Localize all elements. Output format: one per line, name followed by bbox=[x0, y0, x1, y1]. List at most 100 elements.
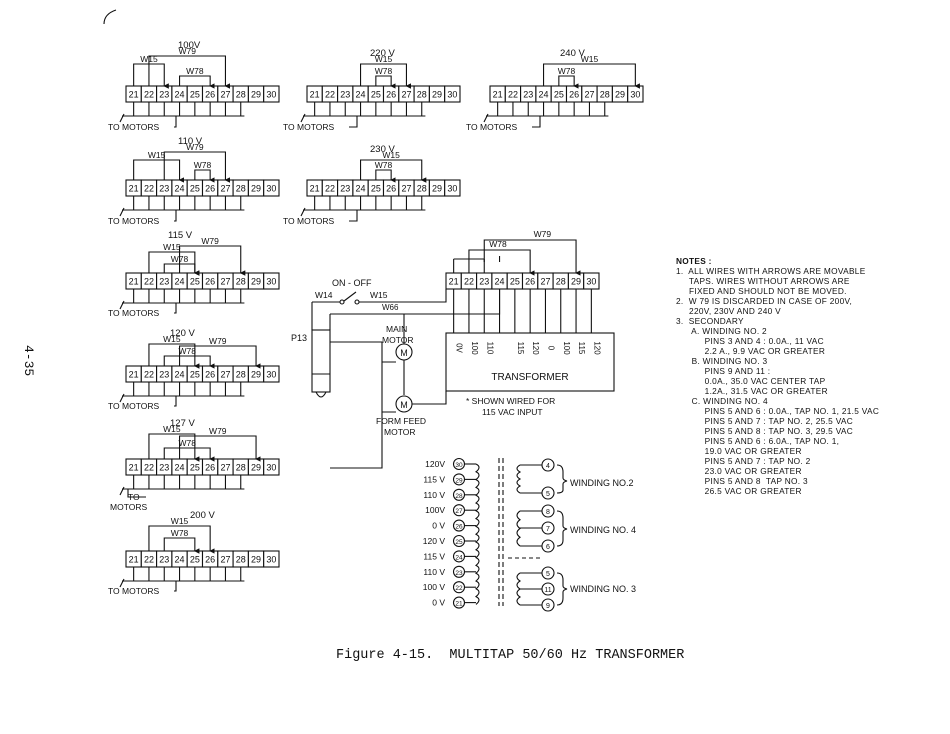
terminal-number: 25 bbox=[190, 370, 200, 380]
secondary-pin-number: 8 bbox=[546, 509, 550, 516]
jumper-wire-label: W78 bbox=[375, 66, 393, 76]
jumper-wire bbox=[194, 169, 215, 183]
primary-pin-number: 30 bbox=[455, 462, 463, 469]
tap-label: 100 bbox=[470, 341, 479, 355]
terminal-number: 23 bbox=[479, 277, 489, 287]
jumper-wire-label: W78 bbox=[489, 239, 507, 249]
terminal-number: 26 bbox=[386, 184, 396, 194]
primary-coil bbox=[474, 463, 480, 605]
terminal-number: 28 bbox=[417, 90, 427, 100]
terminal-number: 22 bbox=[144, 463, 154, 473]
motor-break bbox=[119, 578, 125, 588]
motor-wire bbox=[382, 314, 405, 395]
motor-break bbox=[483, 113, 489, 123]
config-voltage-label: 115 V bbox=[168, 230, 193, 241]
w15-label: W15 bbox=[370, 290, 388, 300]
transformer-label: TRANSFORMER bbox=[491, 372, 568, 383]
terminal-number: 27 bbox=[220, 555, 230, 565]
terminal-number: 27 bbox=[220, 277, 230, 287]
note-line: 1. ALL WIRES WITH ARROWS ARE MOVABLE bbox=[676, 266, 866, 276]
motor-lead bbox=[174, 303, 177, 314]
tap-label: 100 bbox=[562, 341, 571, 355]
to-motors-label: TO MOTORS bbox=[283, 122, 334, 132]
w14-label: W14 bbox=[315, 290, 333, 300]
terminal-number: 21 bbox=[129, 277, 139, 287]
terminal-number: 26 bbox=[569, 90, 579, 100]
jumper-wire bbox=[148, 433, 200, 462]
terminal-number: 24 bbox=[175, 463, 185, 473]
figure-caption: Figure 4-15. MULTITAP 50/60 Hz TRANSFORM… bbox=[336, 648, 685, 663]
terminal-number: 22 bbox=[144, 555, 154, 565]
terminal-number: 29 bbox=[251, 90, 261, 100]
terminal-number: 29 bbox=[251, 277, 261, 287]
to-motors-label: MOTORS bbox=[110, 502, 147, 512]
jumper-wire-label: W15 bbox=[148, 150, 166, 160]
terminal-number: 29 bbox=[432, 184, 442, 194]
secondary-pin-number: 6 bbox=[546, 544, 550, 551]
terminal-box bbox=[263, 179, 280, 197]
jumper-wire-label: W15 bbox=[581, 54, 599, 64]
motor-break bbox=[300, 207, 306, 217]
note-line: 220V, 230V AND 240 V bbox=[676, 306, 781, 316]
jumper-wire bbox=[163, 263, 200, 276]
tap-label: 115 bbox=[577, 342, 586, 355]
note-line: PINS 5 AND 6 : 6.0A., TAP NO. 1, bbox=[676, 436, 840, 446]
primary-pin-number: 28 bbox=[455, 493, 463, 500]
terminal-number: 30 bbox=[447, 184, 457, 194]
to-motors-label: TO MOTORS bbox=[108, 122, 159, 132]
terminal-box bbox=[263, 85, 280, 103]
terminal-number: 23 bbox=[159, 90, 169, 100]
jumper-wire bbox=[179, 345, 261, 369]
jumper-wire-label: W15 bbox=[382, 150, 400, 160]
jumper-wire-label: W15 bbox=[163, 242, 181, 252]
tap-label: 120 bbox=[592, 341, 601, 355]
jumper-wire bbox=[148, 55, 231, 89]
terminal-number: 29 bbox=[615, 90, 625, 100]
terminal-number: 24 bbox=[175, 277, 185, 287]
note-line: 3. SECONDARY bbox=[676, 316, 744, 326]
jumper-wire-label: W15 bbox=[375, 54, 393, 64]
terminal-number: 24 bbox=[356, 184, 366, 194]
terminal-number: 28 bbox=[236, 90, 246, 100]
jumper-wire-label: W78 bbox=[375, 160, 393, 170]
terminal-number: 23 bbox=[159, 463, 169, 473]
jumper-wire bbox=[375, 75, 396, 89]
jumper-wire bbox=[163, 355, 215, 369]
config-voltage-label: 240 V bbox=[560, 48, 585, 59]
terminal-number: 29 bbox=[251, 370, 261, 380]
terminal-number: 30 bbox=[266, 90, 276, 100]
secondary-coil-3 bbox=[516, 572, 521, 606]
terminal-number: 27 bbox=[540, 277, 550, 287]
primary-voltage-label: 100 V bbox=[423, 582, 446, 592]
jumper-wire bbox=[360, 63, 412, 89]
terminal-number: 26 bbox=[205, 90, 215, 100]
terminal-number: 30 bbox=[266, 555, 276, 565]
terminal-number: 28 bbox=[556, 277, 566, 287]
terminal-number: 24 bbox=[175, 555, 185, 565]
to-motors-label: TO MOTORS bbox=[466, 122, 517, 132]
jumper-wire-label: W78 bbox=[178, 438, 196, 448]
jumper-wire-label: W15 bbox=[163, 334, 181, 344]
config-voltage-label: 110 V bbox=[178, 136, 203, 147]
terminal-number: 24 bbox=[175, 90, 185, 100]
motor-lead bbox=[174, 581, 177, 592]
jumper-wire-label: W78 bbox=[171, 254, 189, 264]
note-line: 1.2A., 31.5 VAC OR GREATER bbox=[676, 386, 828, 396]
to-motors-label: TO MOTORS bbox=[108, 216, 159, 226]
terminal-number: 26 bbox=[205, 277, 215, 287]
motor-break bbox=[119, 207, 125, 217]
config-voltage-label: 230 V bbox=[370, 144, 395, 155]
tap-label: 110 bbox=[485, 342, 494, 355]
terminal-number: 30 bbox=[447, 90, 457, 100]
jumper-wire bbox=[163, 537, 200, 554]
jumper-wire-label: W79 bbox=[201, 236, 219, 246]
config-voltage-label: 127 V bbox=[170, 418, 195, 429]
terminal-number: 29 bbox=[432, 90, 442, 100]
